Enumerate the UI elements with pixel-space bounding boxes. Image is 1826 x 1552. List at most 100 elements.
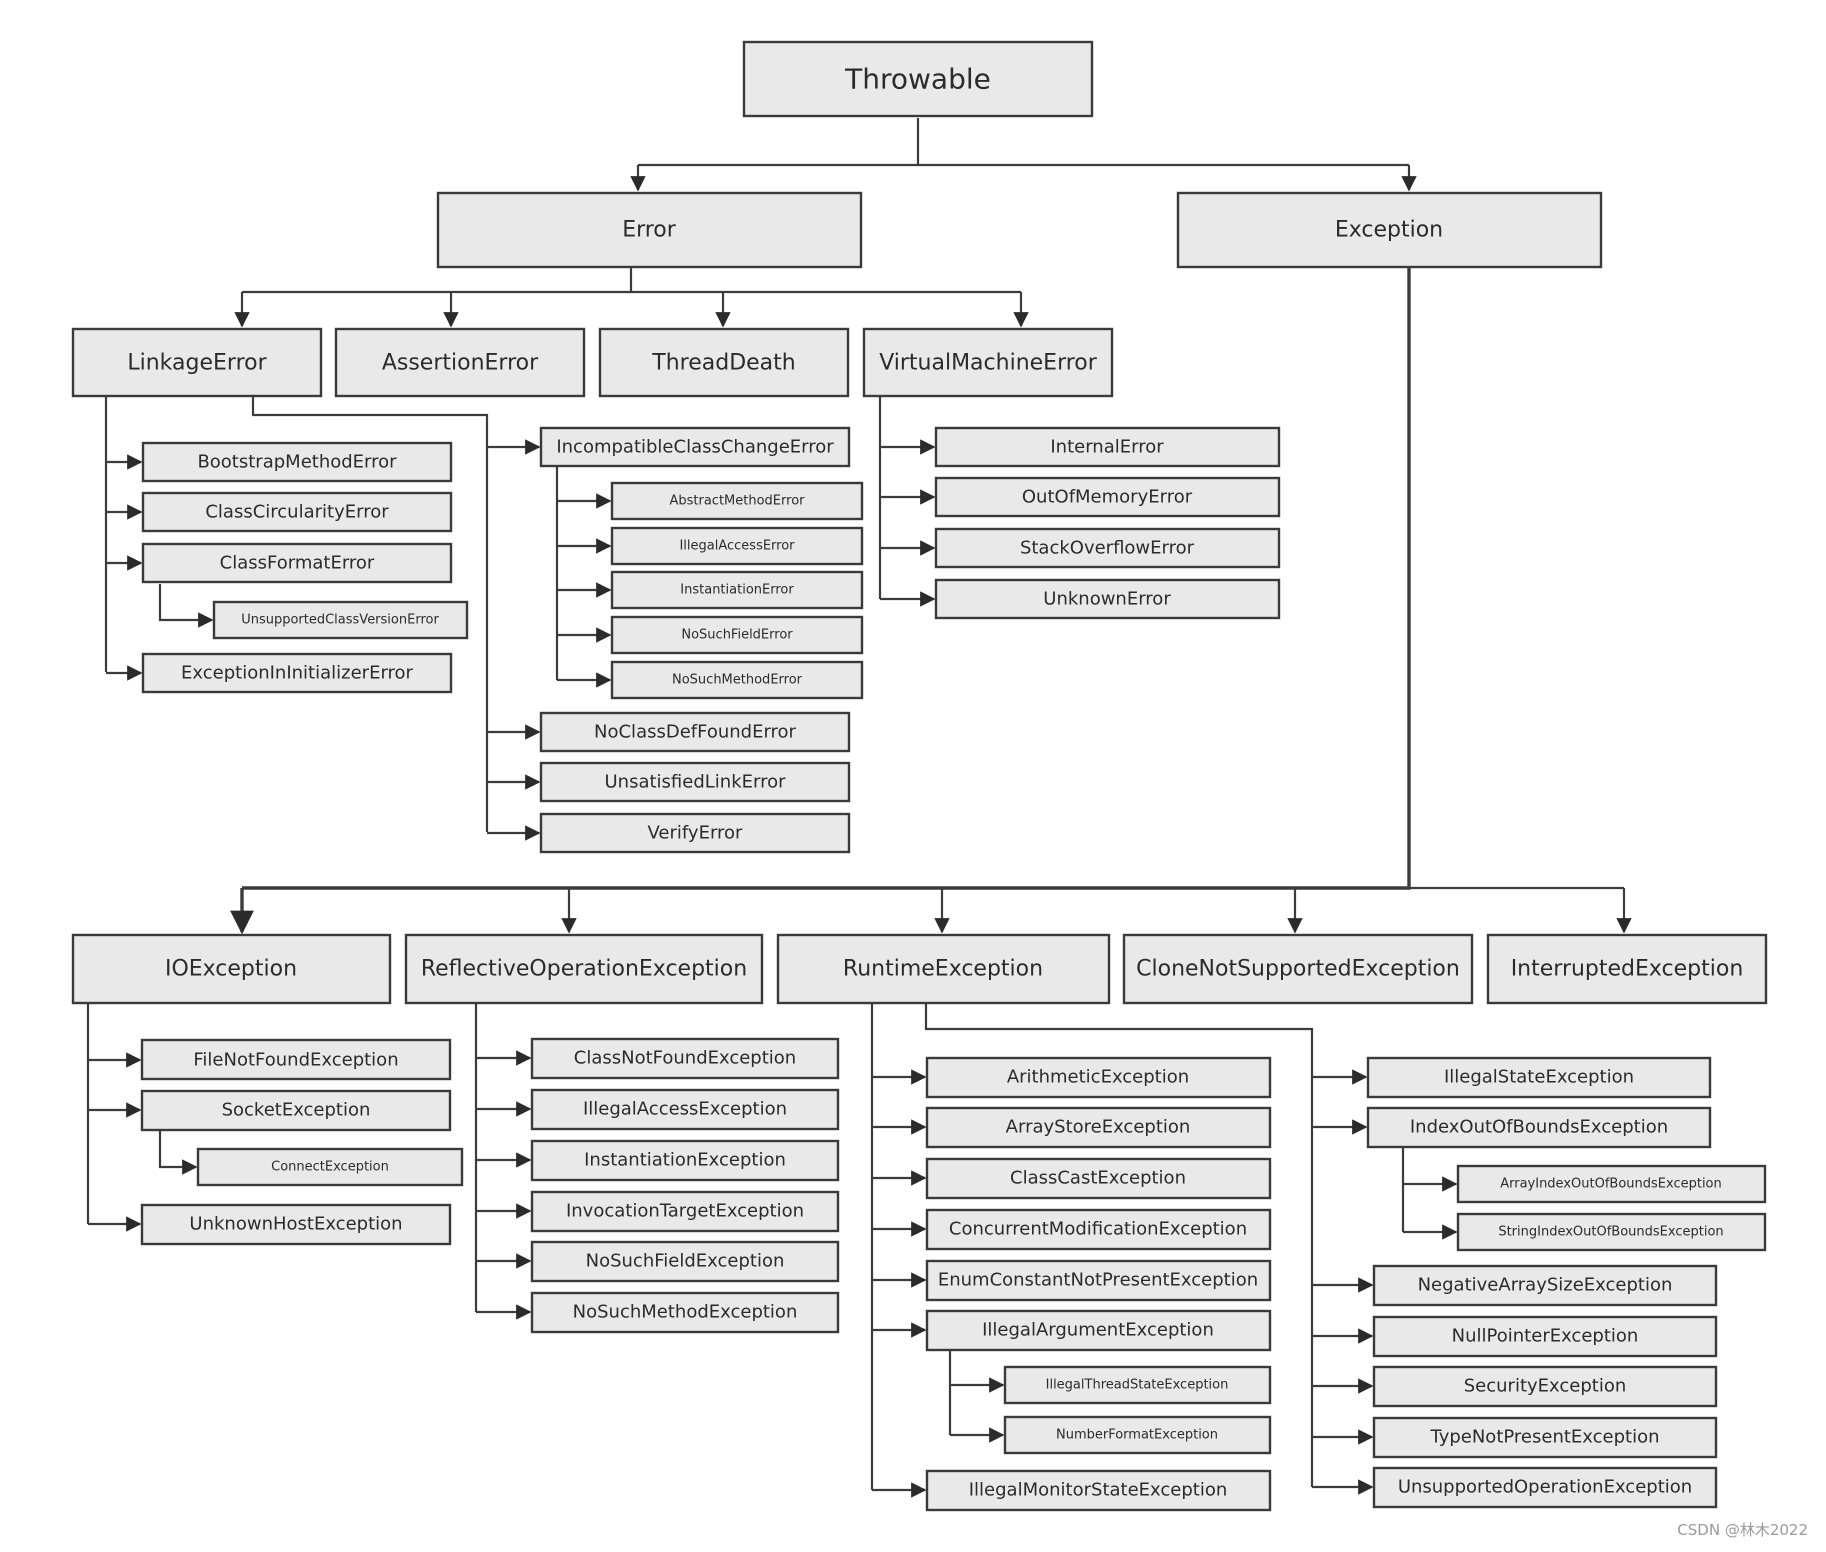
node-label: UnsupportedOperationException (1398, 1477, 1692, 1498)
node-io-exception: IOException (71, 933, 392, 1005)
node-label: BootstrapMethodError (197, 452, 397, 473)
node-label: NoSuchMethodError (672, 673, 803, 688)
node-reflective-operation-exception: ReflectiveOperationException (404, 933, 764, 1005)
node-label: InstantiationException (584, 1150, 786, 1171)
node-label: NegativeArraySizeException (1418, 1275, 1673, 1296)
node-internal-error: InternalError (934, 426, 1281, 468)
node-label: ClassCircularityError (205, 502, 389, 523)
node-unsupported-class-version-error: UnsupportedClassVersionError (212, 600, 469, 640)
node-label: IllegalStateException (1444, 1067, 1634, 1088)
node-label: Throwable (844, 63, 991, 96)
node-file-not-found-exception: FileNotFoundException (140, 1038, 452, 1081)
node-instantiation-exception: InstantiationException (530, 1139, 840, 1182)
node-instantiation-error: InstantiationError (610, 570, 864, 610)
watermark: CSDN @林木2022 (1677, 1521, 1808, 1539)
node-index-out-of-bounds-exception: IndexOutOfBoundsException (1366, 1106, 1712, 1149)
edge-to-connect (158, 1130, 198, 1175)
node-no-such-method-exception: NoSuchMethodException (530, 1291, 840, 1334)
connectors (86, 118, 1632, 1498)
node-label: TypeNotPresentException (1430, 1427, 1660, 1448)
node-label: NoSuchFieldError (681, 628, 793, 643)
node-no-such-method-error: NoSuchMethodError (610, 660, 864, 700)
node-label: IllegalAccessException (583, 1099, 787, 1120)
node-no-class-def-found-error: NoClassDefFoundError (539, 711, 851, 753)
node-label: ClassCastException (1010, 1168, 1186, 1189)
node-arithmetic-exception: ArithmeticException (925, 1056, 1272, 1099)
node-label: UnknownHostException (189, 1214, 402, 1235)
node-illegal-access-exception: IllegalAccessException (530, 1088, 840, 1131)
node-illegal-monitor-state-exception: IllegalMonitorStateException (925, 1469, 1272, 1512)
node-incompatible-class-change-error: IncompatibleClassChangeError (539, 426, 851, 468)
node-throwable: Throwable (742, 40, 1094, 118)
node-exception: Exception (1176, 191, 1603, 269)
node-abstract-method-error: AbstractMethodError (610, 481, 864, 521)
node-label: NullPointerException (1452, 1326, 1639, 1347)
node-label: ConnectException (271, 1160, 389, 1175)
node-label: ConcurrentModificationException (949, 1219, 1247, 1240)
node-no-such-field-error: NoSuchFieldError (610, 615, 864, 655)
node-label: NumberFormatException (1056, 1428, 1218, 1443)
node-socket-exception: SocketException (140, 1089, 452, 1132)
node-class-circularity-error: ClassCircularityError (141, 491, 453, 533)
node-negative-array-size-exception: NegativeArraySizeException (1372, 1264, 1718, 1307)
node-label: IllegalMonitorStateException (969, 1480, 1228, 1501)
node-unknown-error: UnknownError (934, 578, 1281, 620)
node-clone-not-supported-exception: CloneNotSupportedException (1122, 933, 1474, 1005)
edge-to-ucve (158, 584, 214, 628)
node-string-index-out-of-bounds-exception: StringIndexOutOfBoundsException (1456, 1212, 1767, 1252)
node-interrupted-exception: InterruptedException (1486, 933, 1768, 1005)
node-concurrent-modification-exception: ConcurrentModificationException (925, 1208, 1272, 1251)
node-assertion-error: AssertionError (334, 327, 586, 398)
node-label: ClassFormatError (220, 553, 375, 574)
node-illegal-thread-state-exception: IllegalThreadStateException (1003, 1365, 1272, 1405)
node-illegal-access-error: IllegalAccessError (610, 526, 864, 566)
node-class-cast-exception: ClassCastException (925, 1157, 1272, 1200)
node-label: UnknownError (1043, 589, 1171, 610)
node-unsatisfied-link-error: UnsatisfiedLinkError (539, 761, 851, 803)
node-label: ArrayIndexOutOfBoundsException (1500, 1177, 1722, 1192)
node-invocation-target-exception: InvocationTargetException (530, 1190, 840, 1233)
node-connect-exception: ConnectException (196, 1147, 464, 1187)
edge-runtime-right-trunk (924, 1003, 1314, 1487)
node-label: ArrayStoreException (1006, 1117, 1191, 1138)
node-label: InternalError (1050, 437, 1164, 458)
node-out-of-memory-error: OutOfMemoryError (934, 476, 1281, 518)
node-illegal-argument-exception: IllegalArgumentException (925, 1309, 1272, 1352)
node-enum-constant-not-present-exception: EnumConstantNotPresentException (925, 1259, 1272, 1302)
node-label: EnumConstantNotPresentException (938, 1270, 1258, 1291)
node-label: NoClassDefFoundError (594, 722, 797, 743)
node-label: UnsupportedClassVersionError (241, 613, 439, 628)
node-label: IncompatibleClassChangeError (556, 437, 834, 458)
node-linkage-error: LinkageError (71, 327, 323, 398)
node-label: Error (622, 218, 677, 243)
node-label: VerifyError (648, 823, 744, 844)
node-label: NoSuchMethodException (573, 1302, 798, 1323)
node-exception-in-initializer-error: ExceptionInInitializerError (141, 652, 453, 694)
node-label: CloneNotSupportedException (1136, 957, 1460, 982)
node-class-format-error: ClassFormatError (141, 542, 453, 584)
node-no-such-field-exception: NoSuchFieldException (530, 1240, 840, 1283)
node-type-not-present-exception: TypeNotPresentException (1372, 1416, 1718, 1459)
node-label: IndexOutOfBoundsException (1410, 1117, 1668, 1138)
node-array-store-exception: ArrayStoreException (925, 1106, 1272, 1149)
node-bootstrap-method-error: BootstrapMethodError (141, 441, 453, 483)
node-runtime-exception: RuntimeException (776, 933, 1111, 1005)
node-verify-error: VerifyError (539, 812, 851, 854)
node-label: IllegalAccessError (679, 539, 795, 554)
edge-error-children (242, 267, 1021, 294)
node-label: Exception (1335, 218, 1443, 243)
node-label: ClassNotFoundException (574, 1048, 796, 1069)
node-label: FileNotFoundException (193, 1050, 398, 1071)
node-class-not-found-exception: ClassNotFoundException (530, 1037, 840, 1080)
node-null-pointer-exception: NullPointerException (1372, 1315, 1718, 1358)
node-label: RuntimeException (843, 957, 1043, 982)
node-label: StringIndexOutOfBoundsException (1498, 1225, 1723, 1240)
node-label: InstantiationError (680, 583, 794, 598)
node-label: ThreadDeath (651, 351, 795, 376)
node-label: VirtualMachineError (879, 351, 1098, 376)
node-label: InterruptedException (1511, 957, 1744, 982)
node-label: IllegalThreadStateException (1046, 1378, 1229, 1393)
node-label: IOException (165, 957, 297, 982)
node-number-format-exception: NumberFormatException (1003, 1415, 1272, 1455)
